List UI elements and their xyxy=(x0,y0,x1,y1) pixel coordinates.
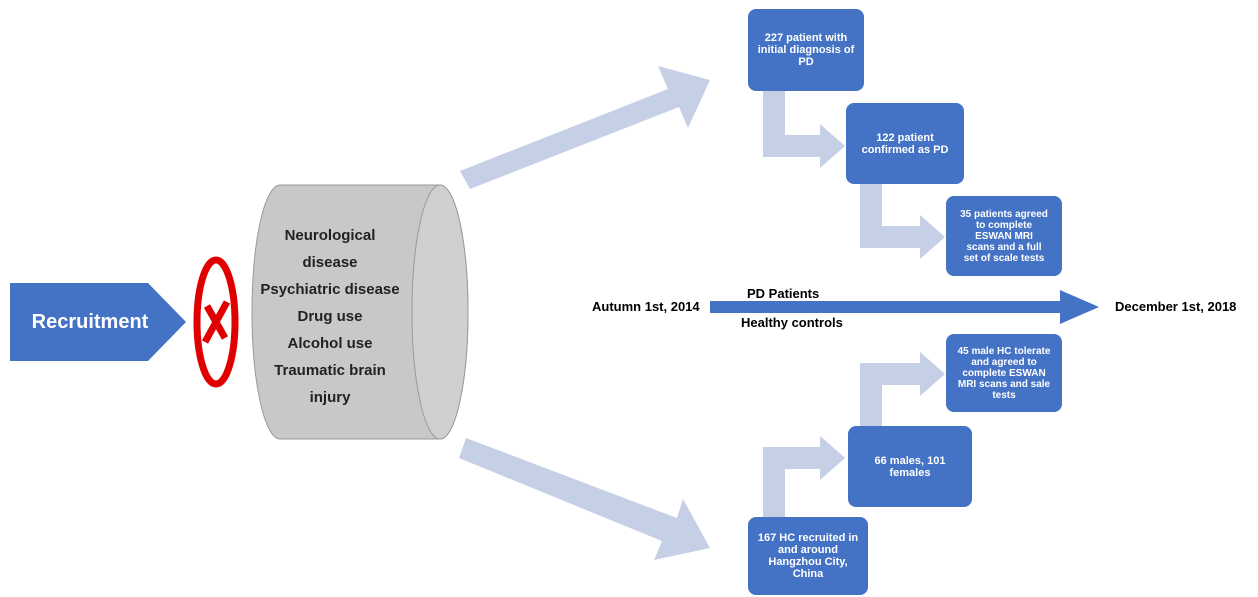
pd-patients-label: PD Patients xyxy=(747,286,820,301)
exclusion-item: Psychiatric disease xyxy=(260,281,400,298)
hc-step-arrow-2 xyxy=(860,352,945,427)
pd-step-arrow-1 xyxy=(763,91,845,168)
exclusion-item: Drug use xyxy=(297,308,363,325)
pd-box-initial-diagnosis: 227 patient with initial diagnosis of PD xyxy=(748,9,864,91)
recruitment-arrow xyxy=(10,283,186,361)
hc-step-arrow-1-head xyxy=(820,436,845,480)
timeline-end-label: December 1st, 2018 xyxy=(1115,299,1237,314)
exclusion-item: Traumatic brain xyxy=(274,362,386,379)
pd-step-arrow-2 xyxy=(860,184,945,259)
hc-box-recruited: 167 HC recruited in and around Hangzhou … xyxy=(748,517,868,595)
exclusion-item: Alcohol use xyxy=(287,335,373,352)
exclusion-item: injury xyxy=(309,389,351,406)
pd-box-completed-mri: 35 patients agreed to complete ESWAN MRI… xyxy=(946,196,1062,276)
pd-box-confirmed: 122 patient confirmed as PD xyxy=(846,103,964,184)
exclusion-icon xyxy=(193,256,239,388)
exclusion-item: disease xyxy=(302,254,358,271)
upper-branch-arrow xyxy=(460,66,710,189)
timeline-arrow xyxy=(710,290,1099,324)
exclusion-cylinder xyxy=(251,184,469,440)
hc-box-completed-mri: 45 male HC tolerate and agreed to comple… xyxy=(946,334,1062,412)
hc-box-sex-split: 66 males, 101 females xyxy=(848,426,972,507)
healthy-controls-label: Healthy controls xyxy=(741,315,843,330)
recruitment-label: Recruitment xyxy=(31,310,149,333)
lower-branch-arrow xyxy=(459,438,710,560)
exclusion-item: Neurological xyxy=(284,227,376,244)
timeline-start-label: Autumn 1st, 2014 xyxy=(592,299,700,314)
